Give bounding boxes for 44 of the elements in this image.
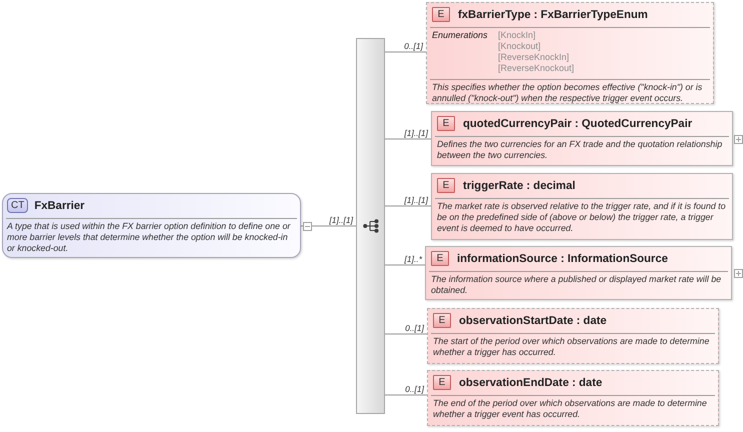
enumerations-label: Enumerations (432, 30, 489, 42)
enum-value: [ReverseKnockout] (498, 63, 574, 74)
cardinality-label: [1]..[1] (404, 128, 428, 138)
type-name: FxBarrier (34, 200, 85, 212)
kind-badge: CT (7, 198, 28, 213)
element-name: informationSource : InformationSource (457, 252, 668, 264)
element-name: quotedCurrencyPair : QuotedCurrencyPair (463, 118, 692, 130)
cardinality-label: [1]..* (404, 254, 422, 264)
enum-value: [Knockout] (498, 41, 542, 52)
description-text: Defines the two currencies for an FX trade and the quotation relationship between the two currencies. (437, 139, 724, 161)
description-text: The market rate is observed relative to the trigger rate, and if it is found to be on the predefined side of (above or below) the trigger rate, a trigger event is deemed to have occurred. (437, 201, 727, 234)
kind-badge: E (437, 178, 455, 193)
sequence-bar (356, 38, 385, 414)
description-text: The start of the period over which observations are made to determine whether a trigger has occurred. (433, 336, 710, 358)
cardinality-label: 0..[1] (404, 41, 423, 51)
kind-badge: E (431, 251, 449, 266)
element-box (426, 2, 714, 104)
connector-line (384, 264, 426, 266)
description-text: This specifies whether the option becomes effective ("knock-in") or is annulled ("knock-out") when the respective trigger event occurs. (432, 82, 704, 104)
enum-value: [ReverseKnockIn] (498, 52, 570, 63)
element-box (427, 370, 719, 426)
cardinality-label: 0..[1] (405, 323, 424, 333)
element-box (431, 173, 733, 240)
kind-badge: E (437, 116, 455, 131)
cardinality-label: [1]..[1] (404, 195, 428, 205)
description-text: The information source where a published or displayed market rate will be obtained. (431, 274, 722, 296)
connector-line (384, 394, 428, 396)
element-box (431, 111, 733, 166)
enum-value: [KnockIn] (498, 30, 537, 41)
connector-line (384, 138, 432, 140)
element-name: fxBarrierType : FxBarrierTypeEnum (458, 8, 648, 20)
kind-badge: E (433, 313, 451, 328)
element-box (425, 246, 732, 300)
description-text: The end of the period over which observations are made to determine whether a trigger event has occurred. (433, 398, 708, 420)
element-name: observationStartDate : date (459, 314, 607, 326)
cardinality-label: 0..[1] (405, 384, 424, 394)
kind-badge: E (433, 375, 451, 390)
element-name: triggerRate : decimal (463, 180, 576, 192)
cardinality-label: [1]..[1] (329, 215, 353, 225)
kind-badge: E (432, 7, 450, 22)
type-box (2, 193, 301, 258)
description-text: A type that is used within the FX barrier option definition to define one or more barrier levels that determine whether the option will be knocked-in or knocked-out. (7, 221, 292, 254)
element-name: observationEndDate : date (459, 376, 602, 388)
element-box (427, 308, 719, 364)
